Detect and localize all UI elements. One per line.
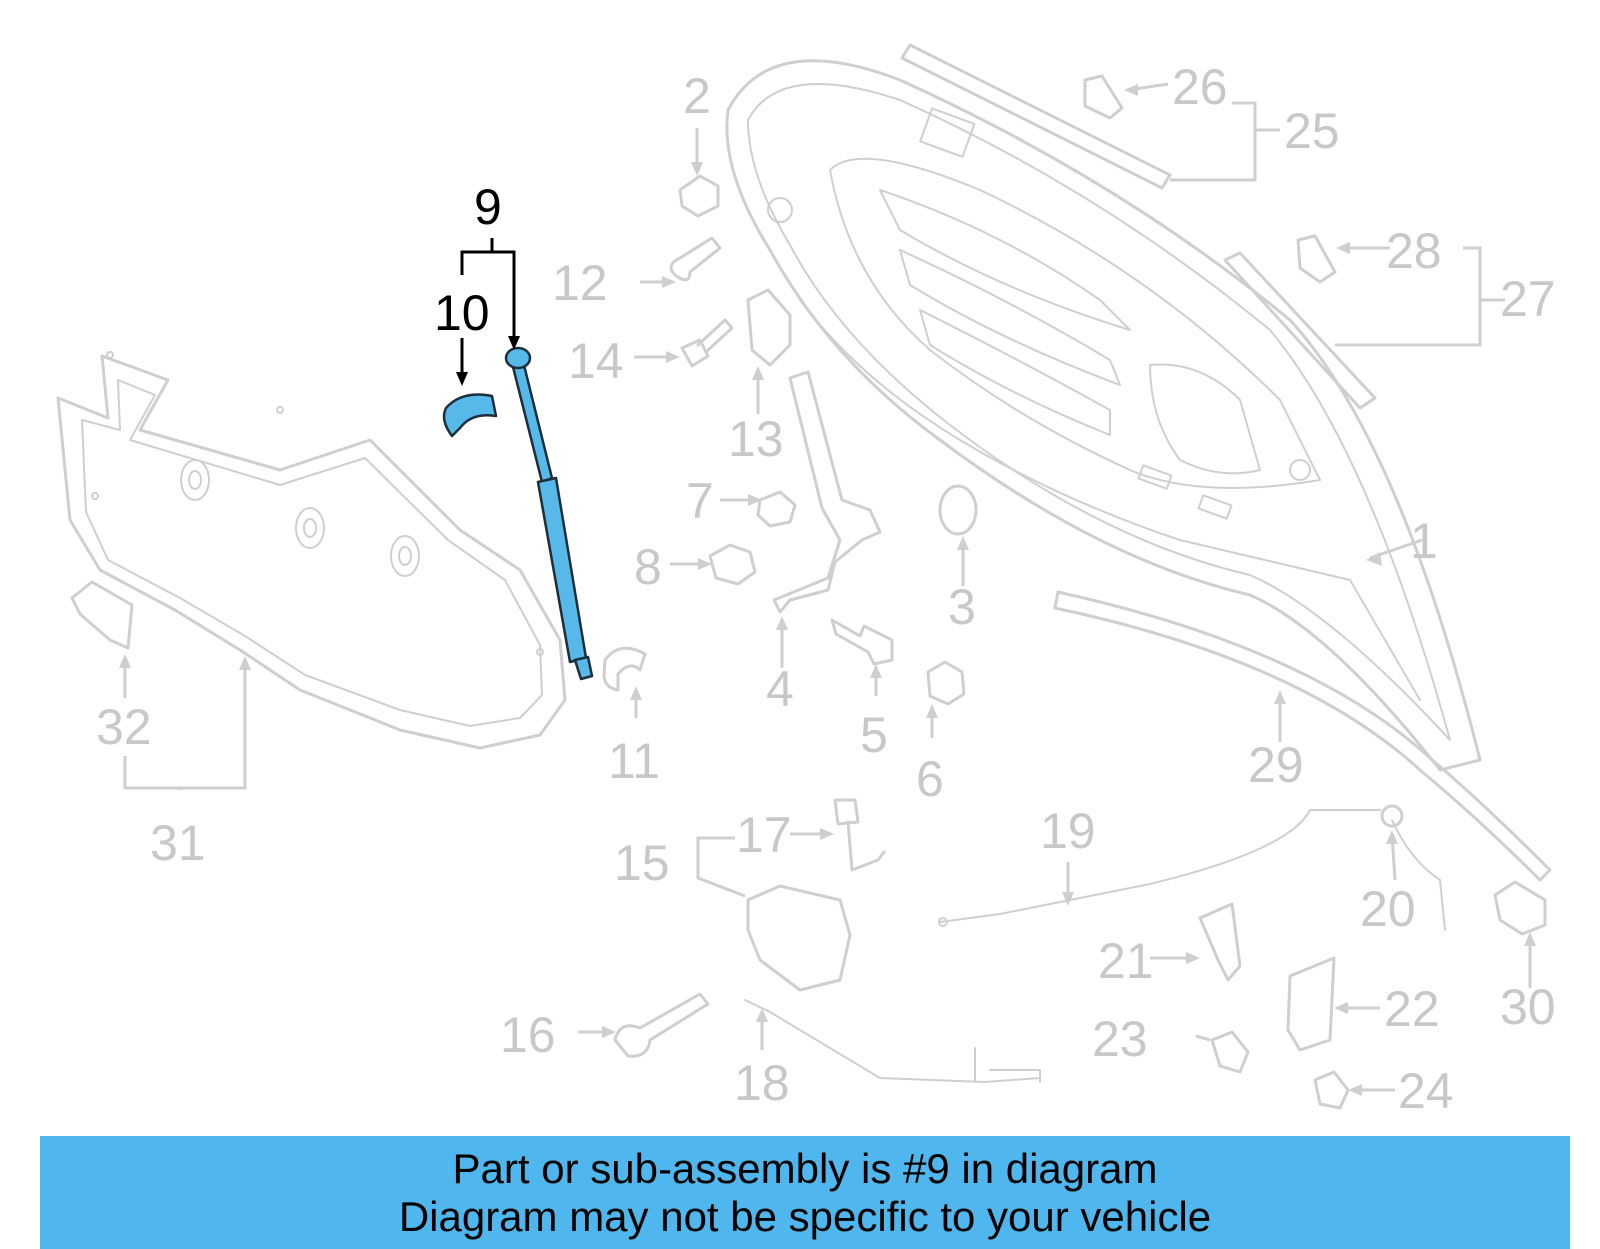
part-1-hood: [725, 59, 1482, 772]
part-11-clip: [602, 646, 647, 692]
part-2-bumper: [678, 174, 720, 218]
part-26-clip: [1083, 74, 1124, 120]
callout-4: 4: [766, 661, 794, 717]
callout-13: 13: [728, 411, 784, 467]
part-8-nut: [708, 543, 757, 586]
part-25-seal: [900, 43, 1172, 190]
callout-6: 6: [916, 751, 944, 807]
callout-29: 29: [1248, 737, 1304, 793]
leader-lines: [123, 82, 1532, 1092]
part-20-cable-end: [1391, 819, 1446, 931]
callout-labels: 1 2 3 4 5 6 7 8 9 10 11 12 13 14 15 16 1…: [96, 59, 1556, 1119]
callout-1: 1: [1410, 513, 1438, 569]
callout-24: 24: [1398, 1063, 1454, 1119]
callout-3: 3: [948, 579, 976, 635]
part-9-lift-support: [504, 346, 594, 681]
banner-line-2: Diagram may not be specific to your vehi…: [398, 1192, 1212, 1240]
callout-31: 31: [150, 815, 206, 871]
part-5-bolt: [830, 618, 894, 666]
part-18-cable: [744, 999, 1041, 1083]
callout-25: 25: [1284, 103, 1340, 159]
part-14-bolt: [680, 318, 734, 368]
part-23-bolt: [1210, 1030, 1250, 1074]
leader-arrowheads: [119, 84, 1536, 1096]
callout-28: 28: [1386, 223, 1442, 279]
callout-12: 12: [552, 255, 608, 311]
part-15-latch: [746, 884, 852, 992]
callout-23: 23: [1092, 1011, 1148, 1067]
callout-19: 19: [1040, 803, 1096, 859]
callout-27: 27: [1500, 271, 1556, 327]
highlight-leader-lines: [456, 238, 520, 386]
part-6-nut: [926, 660, 966, 706]
part-13-bracket: [746, 288, 792, 367]
callout-32: 32: [96, 699, 152, 755]
part-28-clip: [1296, 234, 1337, 284]
callout-30: 30: [1500, 979, 1556, 1035]
part-7-nut: [756, 490, 797, 528]
part-4-hinge: [772, 370, 882, 614]
callout-14: 14: [568, 333, 624, 389]
part-27-seal: [1223, 251, 1377, 410]
callout-18: 18: [734, 1055, 790, 1111]
part-19-cable: [939, 809, 1381, 923]
callout-7: 7: [686, 473, 714, 529]
part-29-weatherstrip: [1053, 590, 1552, 882]
part-12-bolt: [669, 236, 722, 282]
callout-16: 16: [500, 1007, 556, 1063]
part-3-grommet: [938, 484, 978, 536]
callout-20: 20: [1360, 881, 1416, 937]
part-24-clip: [1313, 1070, 1350, 1110]
part-30-connector: [1493, 880, 1547, 936]
banner-line-1: Part or sub-assembly is #9 in diagram: [452, 1144, 1158, 1192]
part-22-bracket: [1286, 956, 1336, 1052]
callout-11: 11: [608, 733, 660, 789]
part-32-clip: [70, 580, 134, 650]
part-16-bolt: [613, 992, 710, 1058]
callout-8: 8: [634, 539, 662, 595]
callout-2: 2: [683, 68, 711, 124]
callout-21: 21: [1098, 933, 1154, 989]
callout-17: 17: [736, 807, 792, 863]
callout-10: 10: [434, 285, 490, 341]
part-10-clip: [442, 393, 498, 438]
callout-9: 9: [474, 179, 502, 235]
callout-15: 15: [614, 835, 670, 891]
callout-22: 22: [1384, 981, 1440, 1037]
parts-diagram: 1 2 3 4 5 6 7 8 9 10 11 12 13 14 15 16 1…: [56, 43, 1556, 1119]
part-21-bracket: [1198, 902, 1242, 982]
callout-5: 5: [860, 707, 888, 763]
info-banner: Part or sub-assembly is #9 in diagram Di…: [40, 1136, 1570, 1249]
part-17-harness: [833, 798, 886, 872]
callout-26: 26: [1172, 59, 1228, 115]
part-31-hood-insulator: [56, 351, 567, 750]
